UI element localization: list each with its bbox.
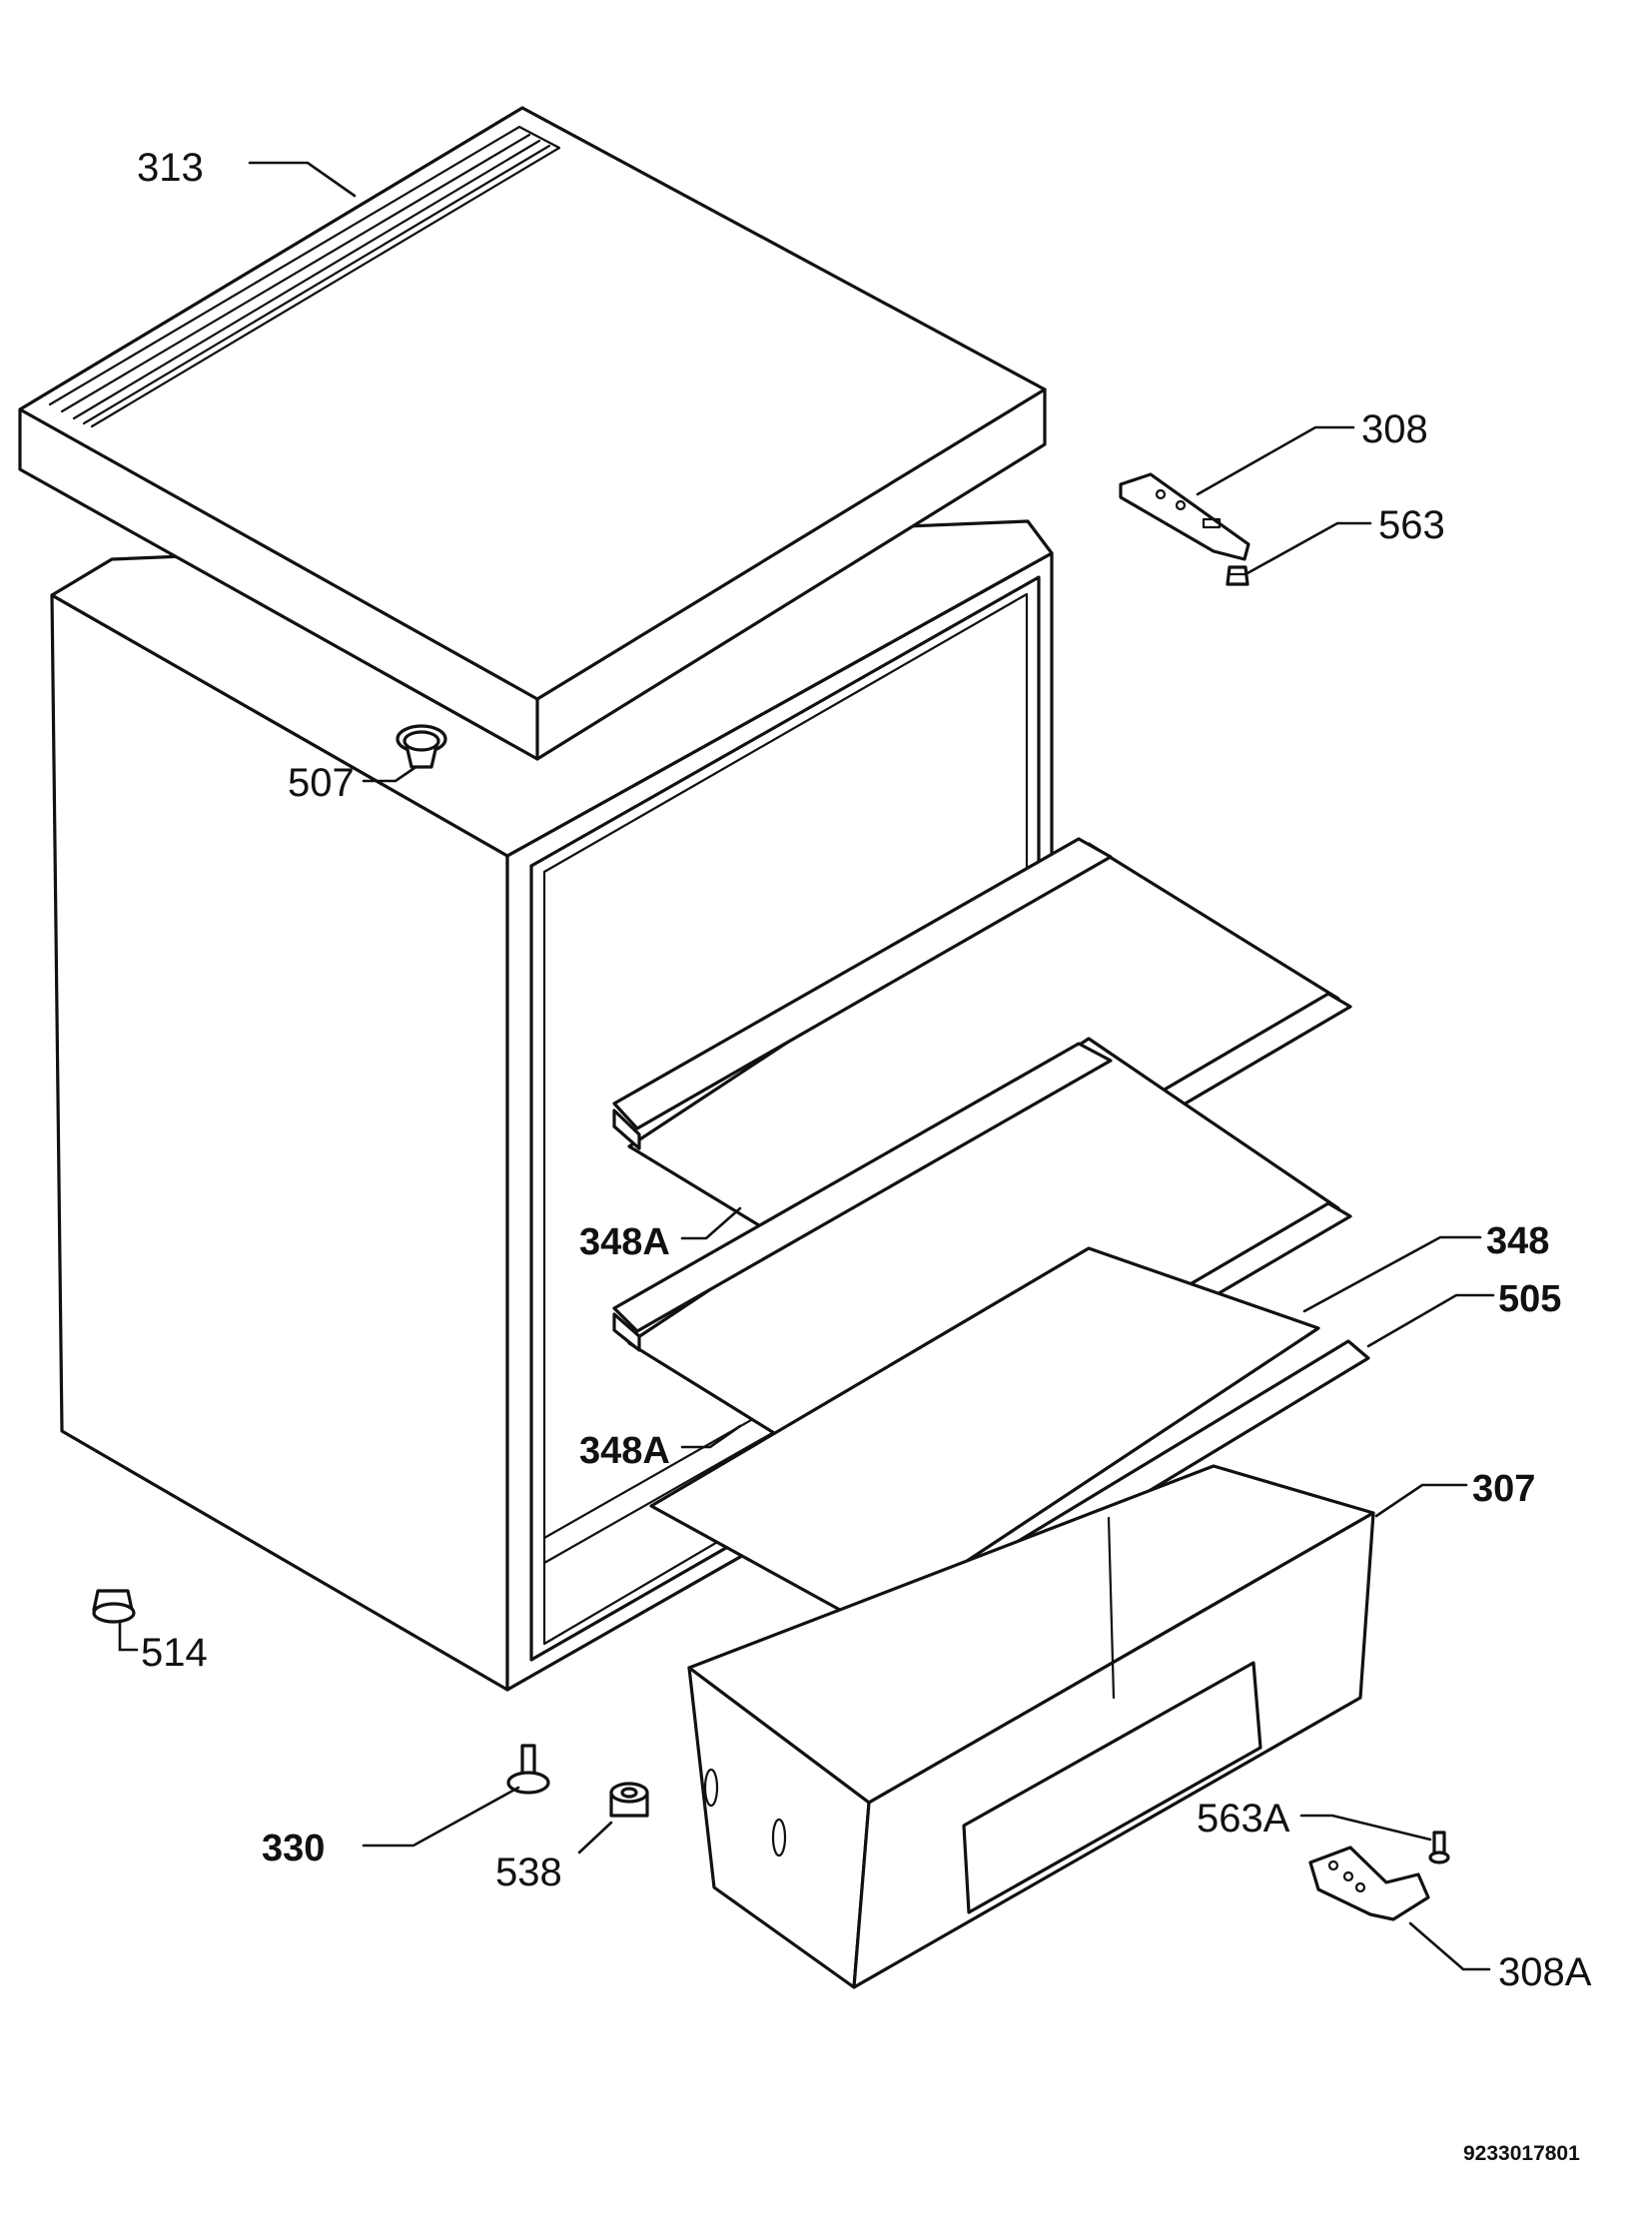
label-348a-upper: 348A bbox=[579, 1221, 670, 1263]
spacer-538[interactable] bbox=[609, 1782, 649, 1818]
adjustable-foot-330[interactable] bbox=[506, 1744, 550, 1795]
label-348a-lower: 348A bbox=[579, 1430, 670, 1472]
drawing-number: 9233017801 bbox=[1463, 2142, 1580, 2165]
crisper-drawer-307[interactable] bbox=[687, 1464, 1375, 1989]
leader-313 bbox=[248, 161, 357, 198]
leader-538 bbox=[577, 1821, 613, 1854]
label-514: 514 bbox=[141, 1631, 208, 1675]
label-308a: 308A bbox=[1498, 1950, 1592, 1994]
label-538: 538 bbox=[495, 1850, 562, 1894]
leader-lines bbox=[118, 161, 1495, 1971]
leader-330 bbox=[362, 1786, 520, 1847]
glass-shelf-348[interactable] bbox=[649, 1246, 1320, 1628]
leader-348 bbox=[1302, 1235, 1482, 1313]
leader-514 bbox=[118, 1619, 139, 1652]
foot-514[interactable] bbox=[92, 1589, 136, 1624]
lower-hinge-308a[interactable] bbox=[1308, 1845, 1430, 1921]
leader-348a-lower bbox=[680, 1424, 742, 1449]
screw-563a[interactable] bbox=[1428, 1831, 1450, 1864]
label-330: 330 bbox=[262, 1828, 325, 1869]
top-cover-313[interactable] bbox=[18, 106, 1047, 761]
leader-308 bbox=[1196, 425, 1355, 496]
leader-507 bbox=[362, 766, 416, 783]
cap-507[interactable] bbox=[396, 724, 447, 769]
leader-348a-upper bbox=[680, 1206, 742, 1240]
leader-563a bbox=[1299, 1814, 1432, 1842]
label-505: 505 bbox=[1498, 1278, 1561, 1320]
leader-505 bbox=[1366, 1293, 1495, 1348]
screw-563[interactable] bbox=[1226, 565, 1249, 586]
label-313: 313 bbox=[137, 146, 204, 190]
hinge-bracket-308[interactable] bbox=[1119, 472, 1250, 561]
label-307: 307 bbox=[1472, 1468, 1535, 1510]
leader-308a bbox=[1408, 1921, 1491, 1971]
label-507: 507 bbox=[288, 761, 355, 805]
label-308: 308 bbox=[1361, 407, 1428, 451]
label-563a: 563A bbox=[1197, 1797, 1290, 1841]
leader-563 bbox=[1245, 521, 1372, 575]
label-563: 563 bbox=[1378, 503, 1445, 547]
label-348: 348 bbox=[1486, 1220, 1549, 1262]
leader-307 bbox=[1374, 1483, 1468, 1518]
